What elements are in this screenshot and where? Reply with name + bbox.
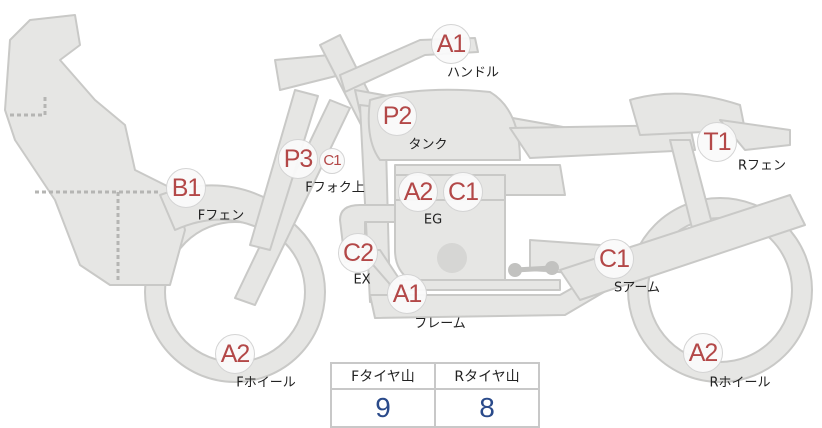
frame-grade-badge: A1 [387,274,427,314]
ffork-label: Fフォク上 [305,180,365,196]
handle-label: ハンドル [446,65,500,81]
ffender-label: Fフェン [197,208,245,224]
rear-tire-value: 8 [434,388,540,428]
rwheel-label: Rホイール [709,375,771,391]
front-tire-value: 9 [330,388,436,428]
rwheel-grade-badge: A2 [683,333,723,373]
engine-grade2-badge: C1 [443,172,483,212]
ffender-grade-badge: B1 [166,168,206,208]
exhaust-grade-badge: C2 [338,233,378,273]
ffork-grade2-badge: C1 [319,148,345,174]
exhaust-label: EX [353,272,371,288]
fwheel-label: Fホイール [236,375,296,391]
swingarm-label: Sアーム [613,280,661,296]
rfender-label: Rフェン [737,158,787,174]
frame-label: フレーム [414,316,466,332]
engine-grade-badge: A2 [398,172,438,212]
front-tire-header: Fタイヤ山 [330,362,436,390]
rfender-grade-badge: T1 [697,122,737,162]
engine-label: EG [423,212,443,228]
swingarm-grade-badge: C1 [594,239,634,279]
handle-grade-badge: A1 [431,24,471,64]
tire-tread-table: Fタイヤ山 Rタイヤ山 9 8 [330,362,540,428]
ffork-grade-badge: P3 [278,139,318,179]
tank-grade-badge: P2 [377,96,417,136]
tank-label: タンク [408,137,448,153]
fwheel-grade-badge: A2 [215,334,255,374]
rear-tire-header: Rタイヤ山 [434,362,540,390]
